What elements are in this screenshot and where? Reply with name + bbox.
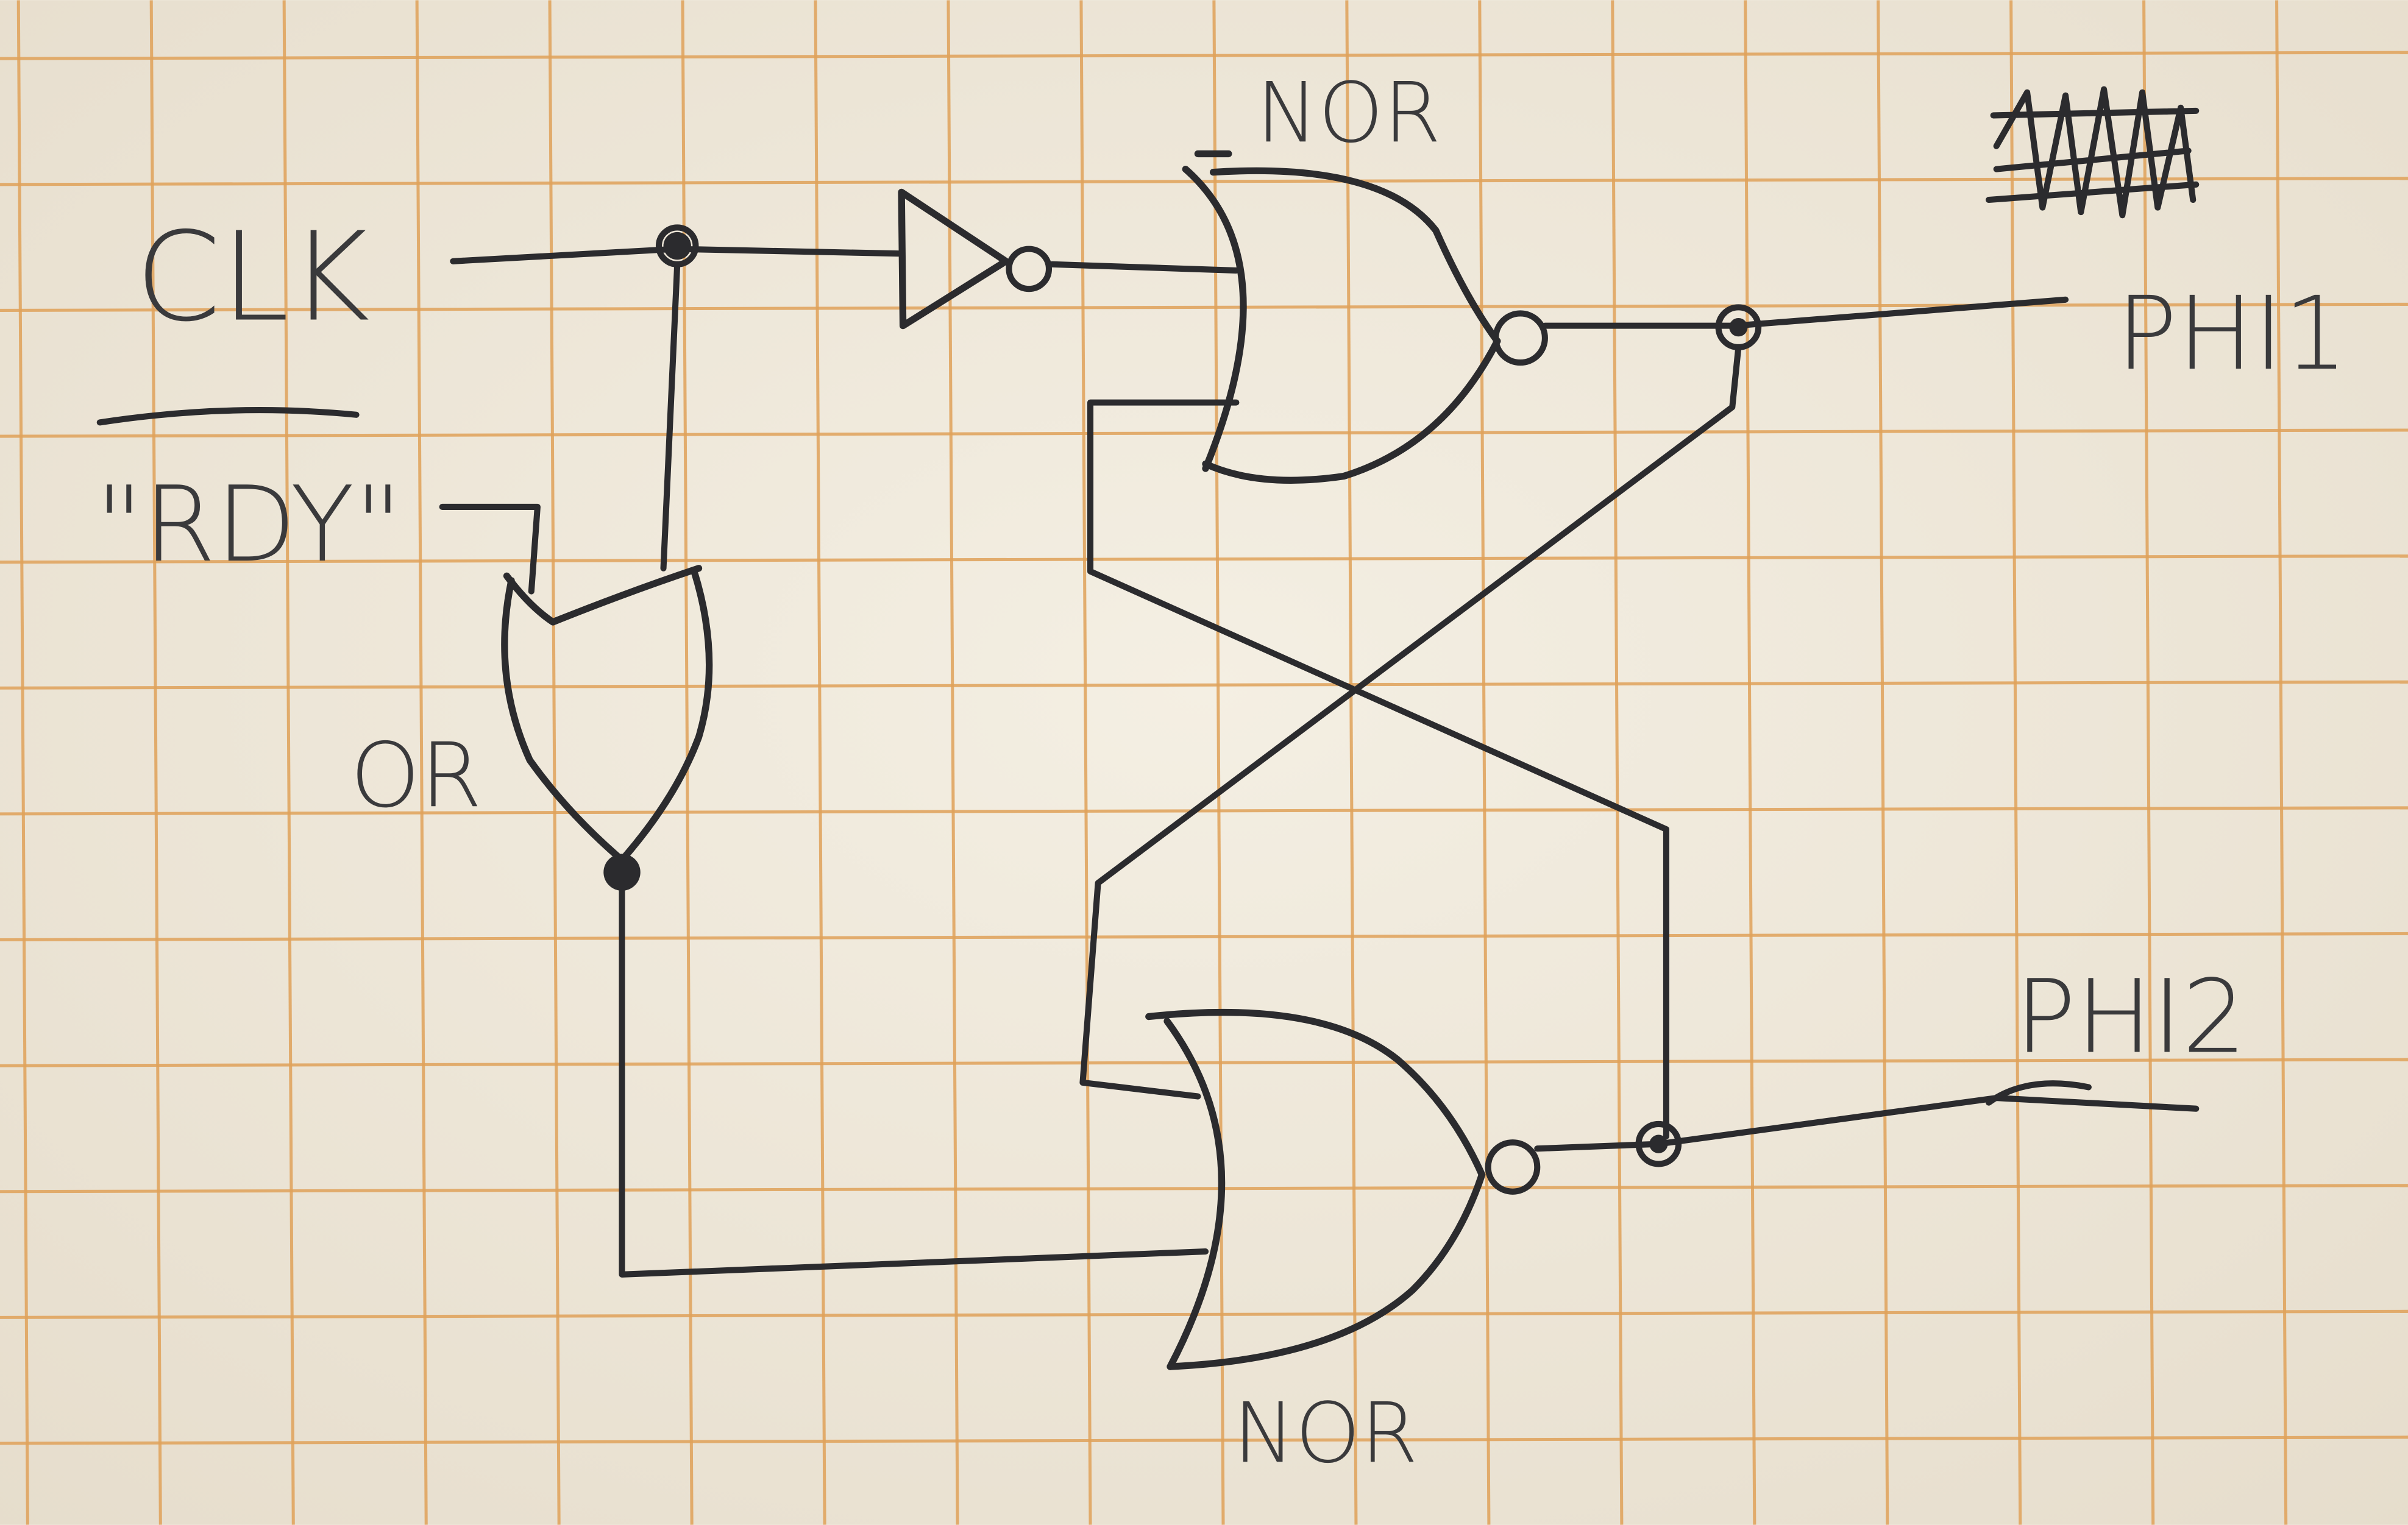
nor-bottom-bubble <box>1485 1139 1541 1195</box>
feedback-phi2-to-top-nor <box>1087 399 1669 1140</box>
grid-line-horizontal <box>0 1058 2408 1067</box>
grid-line-horizontal <box>0 680 2408 690</box>
grid-line-horizontal <box>0 51 2408 60</box>
grid-line-horizontal <box>0 554 2408 564</box>
grid-line-horizontal <box>0 932 2408 942</box>
phi2-wire-stroke <box>1986 1080 2092 1106</box>
phi2-junction <box>1635 1120 1682 1167</box>
rdy-overline <box>96 407 360 426</box>
phi1-junction-dot <box>1729 318 1748 337</box>
grid-line-vertical <box>1345 0 1358 1525</box>
nor-bottom-label: NOR <box>1233 1385 1418 1482</box>
grid-line-horizontal <box>0 806 2408 816</box>
phi1-label: PHI1 <box>2116 275 2348 393</box>
inverter-bubble <box>1006 246 1053 292</box>
clk-junction <box>663 232 691 260</box>
grid-line-vertical <box>1478 0 1491 1525</box>
nor-gate-top <box>1182 150 1548 484</box>
or-gate <box>501 565 713 864</box>
rdy-label: "RDY" <box>95 464 402 586</box>
nor-top-label: NOR <box>1256 65 1441 161</box>
grid-line-horizontal <box>0 1309 2408 1319</box>
or-output-junction <box>603 854 641 891</box>
nor-gate-bottom <box>1145 1008 1541 1370</box>
phi2-wire <box>1534 1095 2200 1152</box>
or-to-bottom-nor-wire <box>619 880 1209 1278</box>
clk-label: CLK <box>135 206 370 349</box>
inverter-gate <box>898 188 1053 330</box>
inverter-to-nor-wire <box>1049 261 1240 274</box>
grid-line-vertical <box>1079 0 1092 1525</box>
grid-line-vertical <box>1877 0 1889 1525</box>
grid-line-horizontal <box>0 1435 2408 1445</box>
grid-line-horizontal <box>0 177 2408 186</box>
grid-line-vertical <box>947 0 959 1525</box>
grid-line-vertical <box>2142 0 2155 1525</box>
phi2-junction-dot <box>1649 1134 1668 1153</box>
grid-line-vertical <box>415 0 428 1525</box>
grid-line-vertical <box>1744 0 1756 1525</box>
scribble-crossed-out <box>1986 86 2200 219</box>
grid-line-vertical <box>2275 0 2288 1525</box>
feedback-phi1-to-bottom-nor <box>1079 344 1742 1100</box>
nor-top-bubble <box>1493 310 1548 366</box>
or-gate-label: OR <box>350 724 483 827</box>
grid-line-horizontal <box>0 1184 2408 1194</box>
rdy-wire <box>439 503 541 595</box>
grid-line-horizontal <box>0 428 2408 438</box>
grid-line-vertical <box>16 0 29 1525</box>
grid-line-vertical <box>1611 0 1624 1525</box>
grid-line-vertical <box>1212 0 1225 1525</box>
phi2-label: PHI2 <box>2015 958 2246 1076</box>
clk-to-or-wire <box>660 261 681 571</box>
grid-line-vertical <box>282 0 295 1525</box>
grid-line-vertical <box>149 0 162 1525</box>
grid-line-vertical <box>2009 0 2022 1525</box>
